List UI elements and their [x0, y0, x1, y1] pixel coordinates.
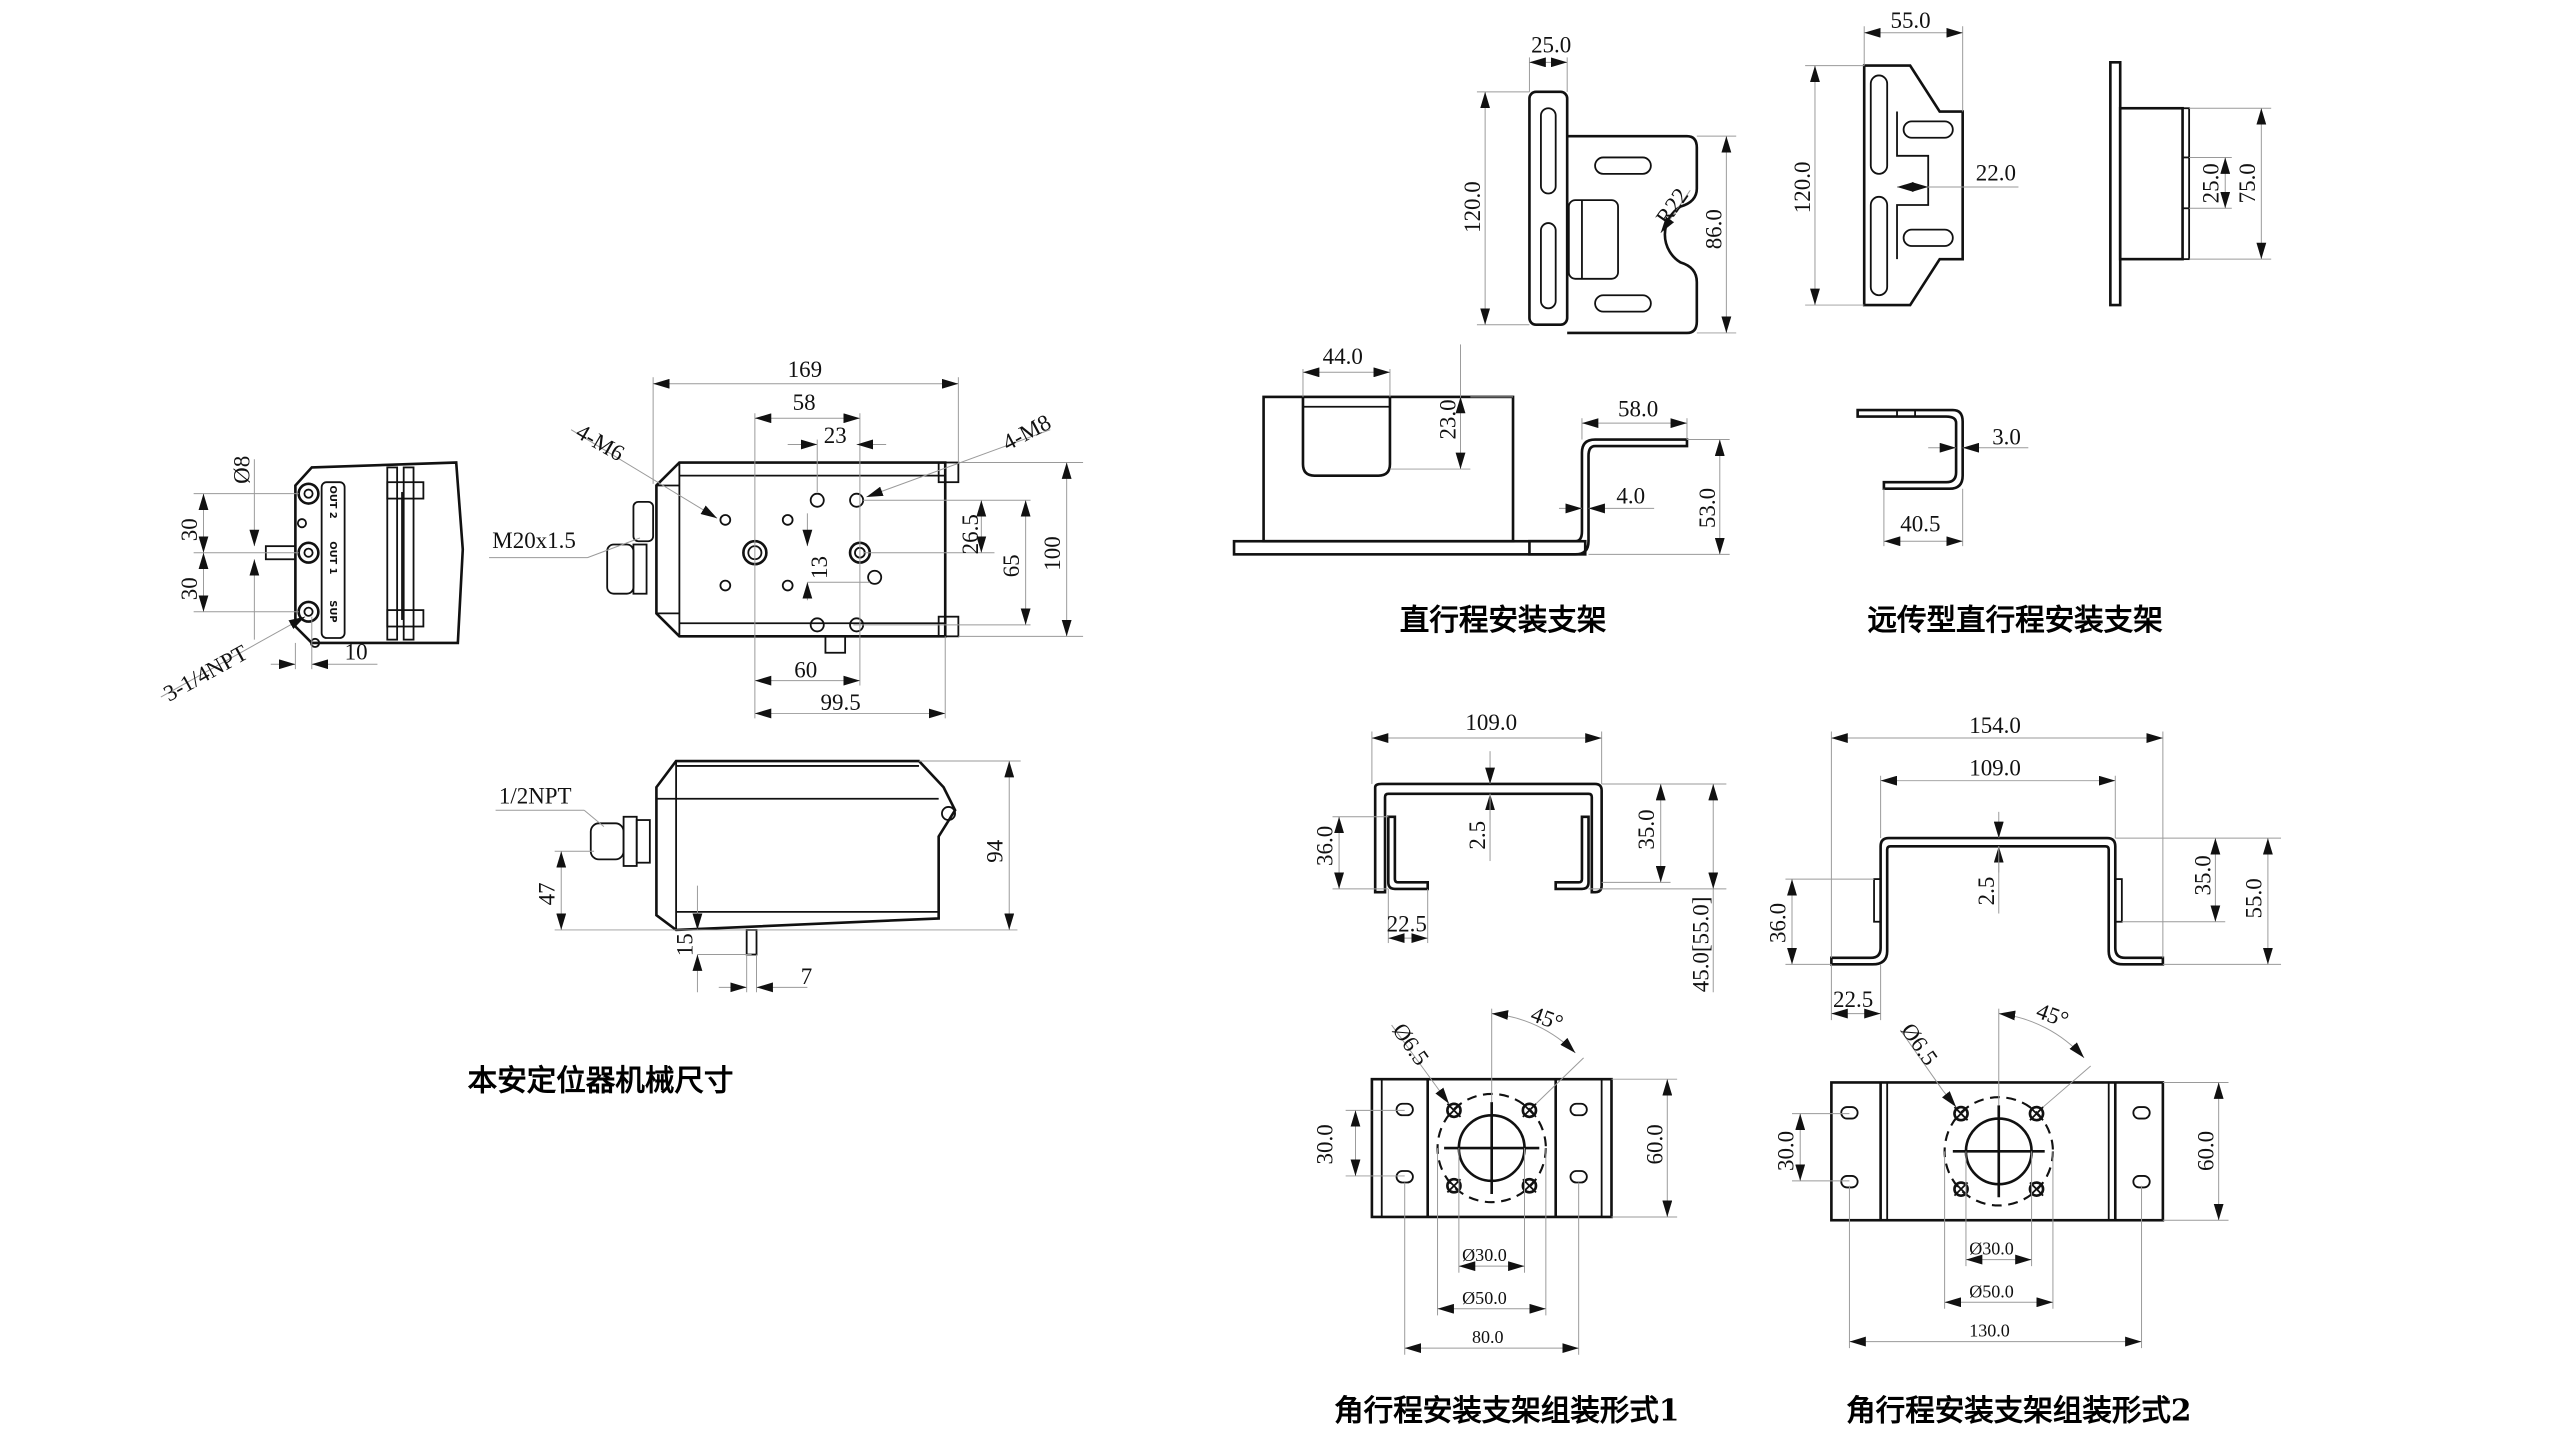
dim-rot2-35: 35.0 — [2190, 855, 2215, 895]
remote-bracket-side: 25.0 75.0 — [2109, 61, 2272, 307]
dim-linear-23: 23.0 — [1436, 399, 1461, 439]
dim-bottom-60: 60 — [794, 657, 817, 682]
dim-spacing-1: 30 — [177, 518, 202, 541]
dim-remote-40-5: 40.5 — [1900, 511, 1940, 536]
bolt-hole-bl — [1446, 1177, 1462, 1194]
caption-rotary-2: 角行程安装支架组装形式2 — [1846, 1392, 2191, 1427]
rotary-bracket-2-plan: Ø6.5 45° 30.0 60.0 Ø30.0 Ø50.0 130.0 — [1774, 998, 2229, 1349]
dim-rot1-60: 60.0 — [1642, 1124, 1667, 1164]
linear-bracket-plan: 25.0 120.0 86.0 R22 — [1460, 32, 1737, 335]
dim-shaft-7: 7 — [801, 964, 812, 989]
dim-port-offset: 10 — [345, 639, 368, 664]
note-conduit-1-2npt: 1/2NPT — [499, 784, 572, 809]
linear-bracket-side: 58.0 4.0 53.0 — [1528, 397, 1730, 556]
dim-rot1-45-55: 45.0[55.0] — [1688, 897, 1713, 993]
dim-rot2-36: 36.0 — [1765, 903, 1790, 943]
dim-hole-vertical-65: 65 — [999, 554, 1024, 577]
dim-rot1-hole: Ø6.5 — [1387, 1019, 1433, 1070]
dim-rot2-d50: Ø50.0 — [1969, 1281, 2014, 1301]
dim-height-47: 47 — [535, 882, 560, 905]
dim-rot2-130: 130.0 — [1969, 1321, 2010, 1341]
rotary-bracket-1-plan: Ø6.5 45° 30.0 60.0 Ø30.0 Ø50.0 80.0 — [1313, 1001, 1678, 1355]
dim-rot2-2-5: 2.5 — [1974, 877, 1999, 906]
note-4-m8: 4-M8 — [998, 409, 1055, 455]
dim-remote-75: 75.0 — [2235, 163, 2260, 203]
ports-thread-note: 3-1/4NPT — [159, 640, 251, 706]
rotary-bracket-2-profile: 154.0 109.0 2.5 36.0 35.0 55.0 22.5 — [1765, 713, 2282, 1021]
dim-shaft-15: 15 — [673, 933, 698, 956]
port-label-out2: OUT 2 — [327, 485, 338, 518]
dim-height-94: 94 — [983, 839, 1008, 862]
dim-rot2-22-5: 22.5 — [1833, 987, 1873, 1012]
dim-width-169: 169 — [788, 357, 822, 382]
dim-rot1-36: 36.0 — [1313, 826, 1338, 866]
dim-linear-44: 44.0 — [1323, 344, 1363, 369]
dim-rot1-angle: 45° — [1528, 1001, 1567, 1035]
dim-rot1-109: 109.0 — [1465, 710, 1517, 735]
bolt-hole-tr — [2028, 1105, 2045, 1122]
positioner-side-view: 1/2NPT 47 94 15 7 — [495, 759, 1021, 993]
dim-rot1-d30: Ø30.0 — [1462, 1245, 1507, 1265]
dim-height-100: 100 — [1040, 536, 1065, 570]
port-out2 — [297, 482, 320, 505]
dim-linear-58: 58.0 — [1618, 397, 1658, 422]
dim-remote-22: 22.0 — [1976, 160, 2016, 185]
bolt-hole-br — [1521, 1177, 1538, 1194]
dim-rot1-2-5: 2.5 — [1465, 821, 1490, 850]
bolt-hole-tl — [1953, 1105, 1969, 1122]
dim-bottom-99-5: 99.5 — [821, 690, 861, 715]
caption-remote-bracket: 远传型直行程安装支架 — [1867, 602, 2163, 637]
linear-bracket-front: 44.0 23.0 — [1232, 344, 1587, 556]
dim-remote-3: 3.0 — [1992, 424, 2021, 449]
caption-positioner: 本安定位器机械尺寸 — [468, 1063, 734, 1098]
caption-rotary-1: 角行程安装支架组装形式1 — [1334, 1392, 1679, 1427]
positioner-front-view: OUT 2 OUT 1 SUP 30 30 Ø8 10 3-1/4NPT — [159, 456, 465, 706]
dim-offset-13: 13 — [807, 556, 832, 579]
dim-rot2-60: 60.0 — [2194, 1131, 2219, 1171]
dim-rot1-80: 80.0 — [1472, 1327, 1504, 1347]
dim-rot1-22-5: 22.5 — [1387, 912, 1427, 937]
dim-offset-26-5: 26.5 — [958, 514, 983, 554]
dim-port-diameter: Ø8 — [229, 456, 254, 484]
remote-bracket-profile: 3.0 40.5 — [1856, 408, 2029, 547]
dim-rot2-d30: Ø30.0 — [1969, 1239, 2014, 1259]
dim-rot1-30: 30.0 — [1313, 1124, 1338, 1164]
dim-rot2-hole: Ø6.5 — [1896, 1019, 1942, 1070]
bolt-hole-tl — [1446, 1102, 1462, 1119]
positioner-top-view: 169 58 23 4-M8 4-M6 M20x1.5 26.5 65 100 … — [489, 357, 1084, 719]
dim-rot2-angle: 45° — [2033, 998, 2072, 1032]
dim-rot1-35: 35.0 — [1634, 809, 1659, 849]
dim-remote-55: 55.0 — [1890, 8, 1930, 33]
dim-linear-25: 25.0 — [1531, 32, 1571, 57]
dim-rot2-30: 30.0 — [1774, 1131, 1799, 1171]
note-cable-entry: M20x1.5 — [492, 528, 576, 553]
dim-linear-86: 86.0 — [1701, 209, 1726, 249]
dim-rot2-109: 109.0 — [1969, 756, 2021, 781]
port-label-sup: SUP — [327, 600, 338, 622]
bolt-hole-bl — [1953, 1181, 1969, 1197]
dim-rot2-55: 55.0 — [2241, 878, 2266, 918]
dim-spacing-2: 30 — [177, 577, 202, 600]
dim-linear-4: 4.0 — [1616, 484, 1645, 509]
remote-bracket-plan: 55.0 120.0 22.0 — [1790, 8, 2019, 307]
caption-linear-bracket: 直行程安装支架 — [1400, 602, 1607, 637]
dim-linear-53: 53.0 — [1695, 488, 1720, 528]
dim-linear-r22: R22 — [1651, 184, 1693, 230]
rotary-bracket-1-profile: 109.0 2.5 36.0 35.0 45.0[55.0] 22.5 — [1313, 710, 1727, 992]
note-4-m6: 4-M6 — [572, 419, 629, 466]
bolt-hole-br — [2028, 1181, 2045, 1197]
bolt-hole-tr — [1521, 1102, 1538, 1119]
dim-hole-span-58: 58 — [793, 390, 816, 415]
port-label-out1: OUT 1 — [327, 541, 338, 574]
dim-remote-120: 120.0 — [1790, 162, 1815, 214]
dim-linear-120: 120.0 — [1460, 181, 1485, 233]
dim-hole-pitch-23: 23 — [824, 423, 847, 448]
dim-rot2-154: 154.0 — [1969, 713, 2021, 738]
port-out1 — [297, 541, 320, 564]
dim-rot1-d50: Ø50.0 — [1462, 1288, 1507, 1308]
dim-remote-25: 25.0 — [2199, 163, 2224, 203]
